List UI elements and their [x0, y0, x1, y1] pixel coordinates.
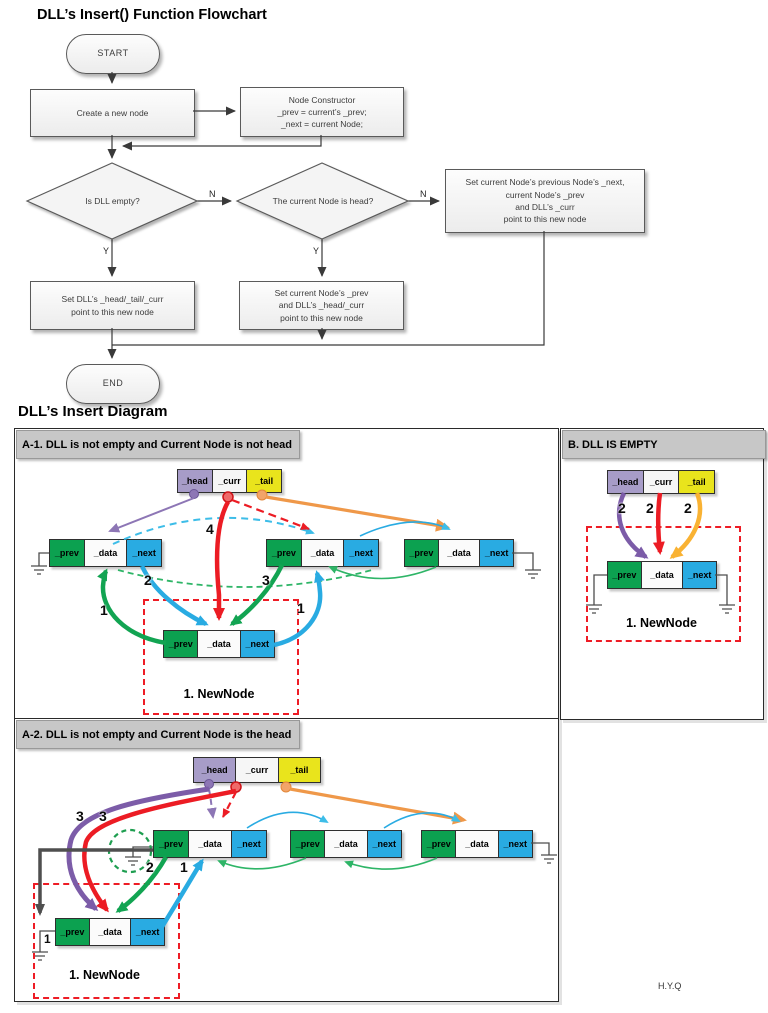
a1-step1-left: 1 [100, 602, 108, 618]
start-node: START [66, 34, 160, 74]
b-newnode-next: _next [683, 562, 716, 588]
a2-pointer-strip: _head _curr _tail [193, 757, 321, 783]
panel-a1-header: A-1. DLL is not empty and Current Node i… [16, 430, 300, 459]
a2-curr-cell: _curr [236, 758, 279, 782]
a2-node2: _prev _data _next [290, 830, 402, 858]
a1-head-cell: _head [178, 470, 213, 492]
a1-newnode-prev: _prev [164, 631, 199, 657]
constructor-line2: _prev = current’s _prev; [277, 106, 367, 117]
label-y-1: Y [103, 246, 110, 256]
a2-tail-cell: _tail [278, 758, 320, 782]
label-y-2: Y [313, 246, 320, 256]
a2-newnode-prev: _prev [56, 919, 90, 945]
b-newnode-data: _data [641, 562, 684, 588]
label-n-1: N [209, 189, 216, 199]
panel-b-header: B. DLL IS EMPTY [562, 430, 766, 459]
create-node-box: Create a new node [30, 89, 195, 137]
rightbox-line1: Set current Node’s previous Node’s _next… [465, 177, 625, 188]
a2-node1-prev: _prev [154, 831, 190, 857]
a2-node2-data: _data [325, 831, 368, 857]
a2-node1: _prev _data _next [153, 830, 267, 858]
a2-node1-data: _data [189, 831, 232, 857]
node-constructor-box: Node Constructor _prev = current’s _prev… [240, 87, 404, 137]
b-tail-cell: _tail [679, 471, 715, 493]
a2-head-cell: _head [194, 758, 237, 782]
a2-newnode-label: 1. NewNode [69, 968, 140, 982]
a1-step2: 2 [144, 572, 152, 588]
a1-node2-next: _next [344, 540, 379, 566]
a1-node1-data: _data [84, 540, 128, 566]
end-label: END [102, 378, 124, 389]
midbox-line3: point to this new node [280, 312, 363, 323]
midbox-line1: Set current Node’s _prev [274, 288, 369, 299]
a1-node3-prev: _prev [405, 540, 439, 566]
a2-node2-next: _next [367, 831, 402, 857]
set-prev-node-next-box: Set current Node’s previous Node’s _next… [445, 169, 645, 233]
a2-node3-next: _next [498, 831, 533, 857]
b-head-cell: _head [608, 471, 644, 493]
rightbox-line3: and DLL’s _curr [515, 202, 575, 212]
decision-current-head: The current Node is head? [272, 196, 374, 206]
midbox-line2: and DLL’s _head/_curr [278, 300, 365, 311]
a1-newnode-data: _data [198, 631, 241, 657]
a1-node1: _prev _data _next [49, 539, 162, 567]
a1-node2-prev: _prev [267, 540, 302, 566]
set-head-tail-curr-box: Set DLL’s _head/_tail/_curr point to thi… [30, 281, 195, 330]
a1-step4: 4 [206, 521, 214, 537]
rightbox-line2: current Node’s _prev [505, 189, 585, 200]
set-curr-prev-head-box: Set current Node’s _prev and DLL’s _head… [239, 281, 404, 330]
a1-node2: _prev _data _next [266, 539, 379, 567]
rightbox-line4: point to this new node [503, 214, 587, 225]
a2-newnode-next: _next [131, 919, 164, 945]
start-label: START [97, 48, 129, 59]
a2-node3: _prev _data _next [421, 830, 533, 858]
a2-step1-blue: 1 [180, 859, 188, 875]
diagram-title: DLL’s Insert Diagram [18, 403, 168, 420]
a1-node1-next: _next [127, 540, 162, 566]
b-step2-head: 2 [618, 500, 626, 516]
a1-node3-next: _next [480, 540, 513, 566]
panel-a2-header: A-2. DLL is not empty and Current Node i… [16, 720, 300, 749]
a1-pointer-strip: _head _curr _tail [177, 469, 282, 493]
b-step2-curr: 2 [646, 500, 654, 516]
constructor-line1: Node Constructor [288, 94, 356, 105]
constructor-line3: _next = current Node; [281, 119, 363, 130]
end-node: END [66, 364, 160, 404]
b-newnode-label: 1. NewNode [626, 616, 697, 630]
a2-step1-gray: 1 [44, 932, 51, 946]
credit: H.Y.Q [658, 981, 682, 991]
a2-node2-prev: _prev [291, 831, 326, 857]
a2-step2: 2 [146, 859, 154, 875]
b-newnode: _prev _data _next [607, 561, 717, 589]
a2-step3-inner: 3 [99, 808, 107, 824]
b-curr-cell: _curr [643, 471, 680, 493]
create-node-label: Create a new node [76, 107, 149, 118]
b-pointer-strip: _head _curr _tail [607, 470, 715, 494]
a1-step1-right: 1 [297, 600, 305, 616]
a2-newnode-data: _data [89, 919, 132, 945]
leftbox-line1: Set DLL’s _head/_tail/_curr [61, 294, 164, 305]
a1-tail-cell: _tail [247, 470, 282, 492]
a1-step3: 3 [262, 572, 270, 588]
label-n-2: N [420, 189, 427, 199]
leftbox-line2: point to this new node [71, 306, 154, 317]
a1-node2-data: _data [301, 540, 345, 566]
a1-node3: _prev _data _next [404, 539, 514, 567]
a1-node3-data: _data [438, 540, 481, 566]
a1-newnode-next: _next [240, 631, 275, 657]
b-newnode-prev: _prev [608, 562, 642, 588]
a1-newnode-label: 1. NewNode [183, 687, 255, 701]
flowchart-title: DLL’s Insert() Function Flowchart [37, 7, 267, 23]
a2-newnode: _prev _data _next [55, 918, 165, 946]
a1-newnode: _prev _data _next [163, 630, 275, 658]
a2-node1-next: _next [231, 831, 267, 857]
a1-node1-prev: _prev [50, 540, 85, 566]
a1-curr-cell: _curr [212, 470, 248, 492]
a2-node3-prev: _prev [422, 831, 457, 857]
decision-dll-empty: Is DLL empty? [85, 196, 140, 206]
a2-step3-outer: 3 [76, 808, 84, 824]
a2-node3-data: _data [456, 831, 499, 857]
b-step2-tail: 2 [684, 500, 692, 516]
